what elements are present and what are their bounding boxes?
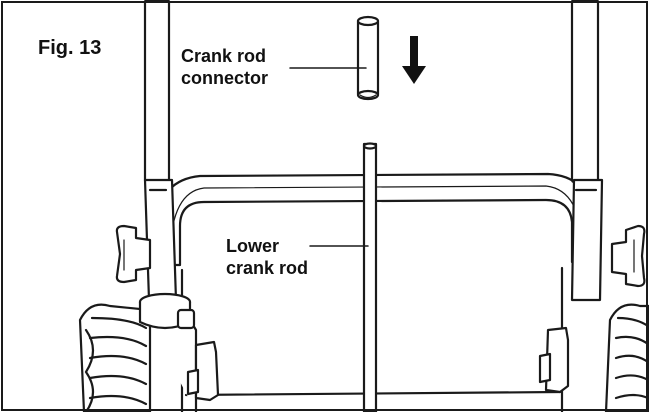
left-collar-clamp [138, 292, 196, 330]
left-wheel [78, 303, 152, 412]
label-lower-crank-rod: Lower crank rod [226, 236, 308, 279]
down-arrow-icon [402, 36, 426, 84]
left-handle-post [143, 0, 178, 302]
crank-rod-connector [356, 15, 380, 101]
right-handle-post [570, 0, 604, 302]
lower-crank-rod [362, 142, 378, 412]
left-knob [115, 224, 152, 284]
label-lower-crank-rod-line1: Lower [226, 236, 280, 256]
figure-number: Fig. 13 [38, 37, 102, 59]
label-crank-rod-connector-line2: connector [181, 67, 269, 88]
lower-right-knob [538, 326, 570, 394]
right-knob [610, 224, 646, 288]
lower-left-knob [186, 340, 220, 402]
label-crank-rod-connector-line1: Crank rod [181, 46, 267, 66]
right-wheel [604, 303, 649, 412]
label-lower-crank-rod-line2: crank rod [226, 257, 309, 278]
label-crank-rod-connector: Crank rod connector [181, 46, 268, 89]
